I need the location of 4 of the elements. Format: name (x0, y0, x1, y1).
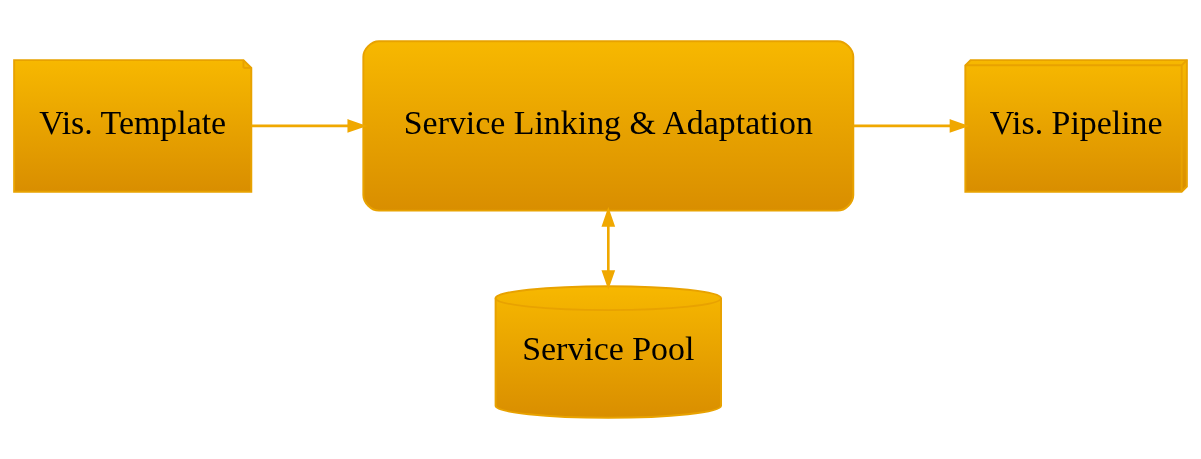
node-box: Service Linking & Adaptation (362, 40, 855, 212)
arrow (601, 207, 616, 290)
arrow (853, 119, 970, 133)
arrow (251, 119, 368, 133)
